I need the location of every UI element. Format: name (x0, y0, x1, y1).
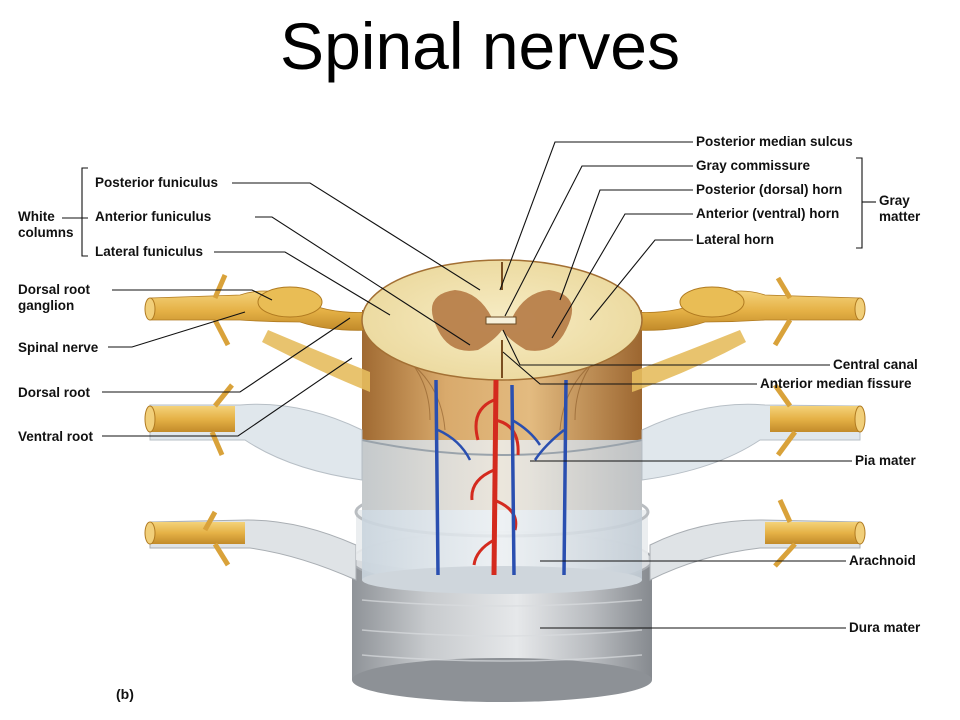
label-dorsal-root: Dorsal root (18, 385, 91, 400)
blood-vessels (434, 379, 568, 576)
label-lateral-horn: Lateral horn (696, 232, 775, 247)
label-posterior-median-sulcus: Posterior median sulcus (696, 134, 853, 149)
label-posterior-funiculus: Posterior funiculus (95, 175, 219, 190)
label-central-canal: Central canal (833, 357, 918, 372)
label-ventral-root: Ventral root (18, 429, 94, 444)
label-anterior-median-fissure: Anterior median fissure (760, 376, 912, 391)
label-posterior-horn: Posterior (dorsal) horn (696, 182, 843, 197)
label-arachnoid: Arachnoid (849, 553, 916, 568)
slide-title: Spinal nerves (280, 9, 680, 83)
label-lateral-funiculus: Lateral funiculus (95, 244, 204, 259)
label-spinal-nerve: Spinal nerve (18, 340, 99, 355)
upper-spinal-nerves (144, 274, 866, 392)
label-anterior-funiculus: Anterior funiculus (95, 209, 212, 224)
label-dura-mater: Dura mater (849, 620, 921, 635)
leader-lines (62, 141, 876, 629)
label-gray-matter: Gray matter (879, 193, 921, 224)
label-white-columns: White columns (18, 209, 74, 240)
cord-cross-section (361, 259, 643, 381)
lower-spinal-nerves (144, 498, 866, 581)
panel-label: (b) (116, 686, 134, 702)
label-gray-commissure: Gray commissure (696, 158, 811, 173)
label-dorsal-root-ganglion: Dorsal root ganglion (18, 282, 91, 313)
label-anterior-horn: Anterior (ventral) horn (696, 206, 840, 221)
label-pia-mater: Pia mater (855, 453, 916, 468)
